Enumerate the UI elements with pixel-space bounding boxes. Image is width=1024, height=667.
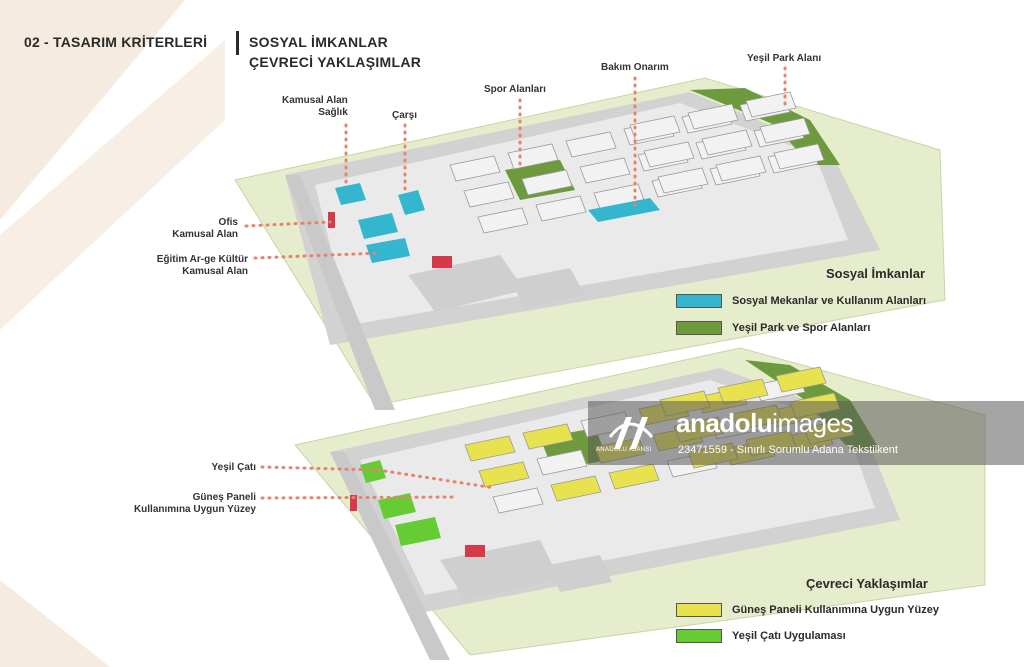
building-block — [477, 207, 529, 234]
label-ofis: Ofis Kamusal Alan — [150, 217, 238, 241]
label-yesil-cati: Yeşil Çatı — [211, 462, 256, 473]
building-block — [608, 463, 660, 490]
top-gate-1 — [328, 212, 335, 228]
building-block — [478, 461, 530, 488]
building-block — [773, 143, 825, 170]
bottom-gate-1 — [350, 495, 357, 511]
backdrop-triangle-bottom — [0, 580, 110, 667]
legend-swatch-social — [676, 294, 722, 308]
bottom-west-road — [330, 452, 450, 660]
building-block — [492, 487, 544, 514]
legend-label-park: Yeşil Park ve Spor Alanları — [732, 322, 871, 334]
top-gate-2 — [432, 256, 452, 268]
building-block — [522, 423, 574, 450]
legend-swatch-green-roof — [676, 629, 722, 643]
label-spor-alanlari: Spor Alanları — [484, 84, 546, 95]
building-block — [775, 366, 827, 393]
label-gunes-line-2: Kullanımına Uygun Yüzey — [133, 504, 256, 515]
legend-eco-item-1: Güneş Paneli Kullanımına Uygun Yüzey — [676, 603, 939, 617]
building-block — [521, 169, 573, 196]
top-west-road — [285, 175, 395, 410]
top-site-map — [234, 77, 946, 410]
bottom-gate-2 — [465, 545, 485, 557]
watermark-brand-a: anadolu — [676, 408, 773, 438]
backdrop-band — [0, 40, 225, 330]
header-divider — [236, 31, 239, 55]
building-block — [657, 167, 709, 194]
watermark-band — [588, 401, 1024, 465]
label-kamusal-saglik-line-1: Kamusal Alan — [282, 95, 348, 106]
label-ofis-line-2: Kamusal Alan — [172, 229, 238, 240]
anadolu-agency-logo-icon — [608, 417, 654, 449]
watermark-brand-b: images — [772, 408, 853, 438]
label-leader-lines — [244, 66, 787, 500]
legend-swatch-park — [676, 321, 722, 335]
watermark-caption: 23471559 - Sınırlı Sorumlu Adana Tekstil… — [678, 444, 898, 456]
label-kamusal-saglik: Kamusal Alan Sağlık — [282, 95, 348, 119]
building-block — [745, 91, 797, 118]
building-block — [535, 195, 587, 222]
backdrop-triangle-top — [0, 0, 185, 220]
bottom-green-roof-3 — [395, 517, 441, 546]
bottom-green-roof-1 — [360, 460, 386, 483]
legend-social-title: Sosyal İmkanlar — [826, 266, 925, 281]
building-block — [717, 378, 769, 405]
label-carsi: Çarşı — [392, 110, 418, 121]
top-social-block-1 — [335, 183, 366, 205]
building-block — [759, 117, 811, 144]
label-gunes-paneli: Güneş Paneli Kullanımına Uygun Yüzey — [110, 492, 256, 516]
top-yesil-park-strip — [690, 88, 840, 165]
label-gunes-line-1: Güneş Paneli — [192, 492, 256, 503]
leader-egitim — [253, 251, 382, 260]
legend-swatch-solar — [676, 603, 722, 617]
building-block — [579, 157, 631, 184]
label-ofis-line-1: Ofis — [218, 217, 238, 228]
building-block — [701, 129, 753, 156]
building-block — [565, 131, 617, 158]
watermark-sub: ANADOLU AJANSI — [596, 447, 652, 453]
leader-yesil-cati-2 — [376, 468, 497, 490]
building-block — [687, 103, 739, 130]
legend-eco-item-2: Yeşil Çatı Uygulaması — [676, 629, 846, 643]
label-egitim: Eğitim Ar-ge Kültür Kamusal Alan — [120, 254, 248, 278]
page-title-line-1: SOSYAL İMKANLAR — [249, 34, 389, 50]
top-parking-2 — [510, 268, 585, 308]
legend-social-item-1: Sosyal Mekanlar ve Kullanım Alanları — [676, 294, 926, 308]
leader-ofis — [244, 220, 332, 228]
building-block — [464, 435, 516, 462]
top-bakim-area — [588, 198, 660, 222]
legend-label-solar: Güneş Paneli Kullanımına Uygun Yüzey — [732, 604, 940, 616]
top-social-block-4 — [366, 238, 410, 263]
label-egitim-line-2: Kamusal Alan — [182, 266, 248, 277]
building-block — [536, 449, 588, 476]
building-block — [715, 155, 767, 182]
top-social-block-3 — [358, 213, 398, 239]
top-social-block-2 — [398, 190, 425, 215]
building-block — [463, 181, 515, 208]
watermark-brand: anadoluimages — [676, 408, 853, 439]
page-title-line-2: ÇEVRECİ YAKLAŞIMLAR — [249, 54, 422, 70]
leader-yesil-cati — [260, 465, 380, 472]
legend-label-social: Sosyal Mekanlar ve Kullanım Alanları — [732, 295, 927, 307]
bottom-parking-2 — [548, 555, 612, 592]
building-block — [449, 155, 501, 182]
leader-gunes — [260, 495, 457, 500]
building-block — [550, 475, 602, 502]
legend-social-item-2: Yeşil Park ve Spor Alanları — [676, 321, 870, 335]
legend-label-green-roof: Yeşil Çatı Uygulaması — [732, 630, 846, 642]
label-bakim-onarim: Bakım Onarım — [601, 62, 669, 73]
label-egitim-line-1: Eğitim Ar-ge Kültür — [156, 254, 248, 265]
building-block — [643, 141, 695, 168]
label-kamusal-saglik-line-2: Sağlık — [318, 107, 348, 118]
bottom-green-roof-2 — [378, 493, 416, 519]
section-title: 02 - TASARIM KRİTERLERİ — [24, 34, 208, 50]
top-parking-1 — [408, 255, 525, 312]
page-title: SOSYAL İMKANLAR ÇEVRECİ YAKLAŞIMLAR — [249, 34, 421, 74]
label-yesil-park-alani: Yeşil Park Alanı — [747, 53, 822, 64]
legend-eco-title: Çevreci Yaklaşımlar — [806, 576, 928, 591]
